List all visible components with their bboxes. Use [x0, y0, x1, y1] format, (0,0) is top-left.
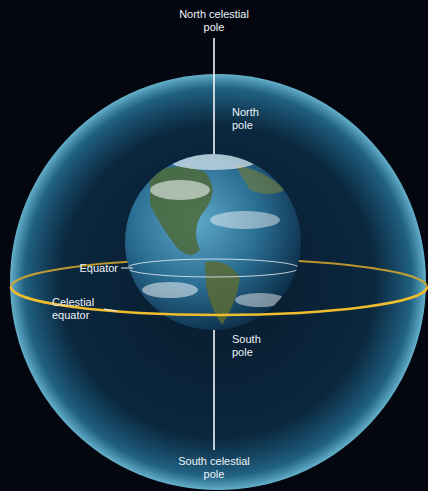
axis-line: [213, 330, 215, 450]
earth-surface: [127, 150, 299, 325]
earth: [125, 154, 301, 330]
celestial-sphere: [10, 74, 426, 490]
callout-label: North celestial pole: [174, 8, 254, 34]
callout-label: North pole: [232, 106, 282, 132]
callout-label: South celestial pole: [174, 455, 254, 481]
axis-line: [213, 38, 215, 154]
callout-label: South pole: [232, 333, 282, 359]
callout-label: Celestial equator: [52, 296, 104, 322]
callout-label: Equator: [48, 262, 118, 275]
leader-line: [104, 309, 117, 311]
leader-line: [121, 268, 133, 269]
